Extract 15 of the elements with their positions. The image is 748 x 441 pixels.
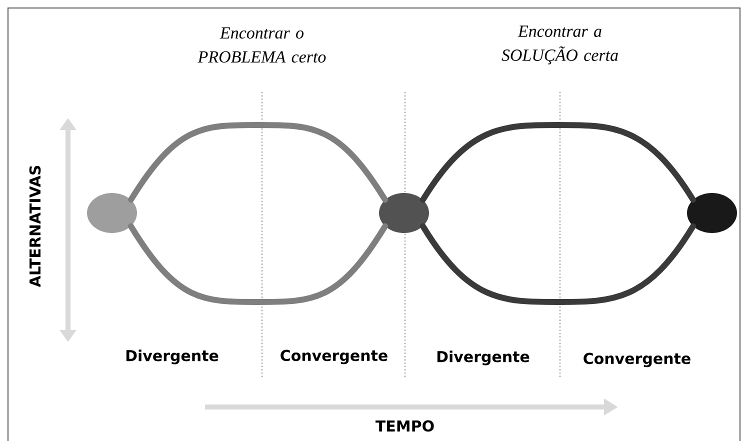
heading: Encontrar o PROBLEMA certo — [198, 27, 326, 63]
stage-dot — [687, 193, 737, 233]
phase-label: Divergente — [126, 350, 218, 364]
curve-line — [420, 223, 696, 305]
axis-label: ALTERNATIVAS — [29, 166, 41, 288]
curve-line — [128, 223, 388, 305]
curve-line — [128, 122, 388, 203]
axis-label: TEMPO — [376, 420, 434, 432]
phase-label: Divergente — [437, 350, 530, 366]
heading: Encontrar a SOLUÇÃO certa — [502, 26, 618, 64]
phase-label: Convergente — [584, 352, 690, 368]
phase-label: Convergente — [280, 350, 388, 364]
stage-dot — [87, 193, 137, 233]
curve-line — [420, 122, 696, 203]
stage-dot — [379, 193, 429, 233]
